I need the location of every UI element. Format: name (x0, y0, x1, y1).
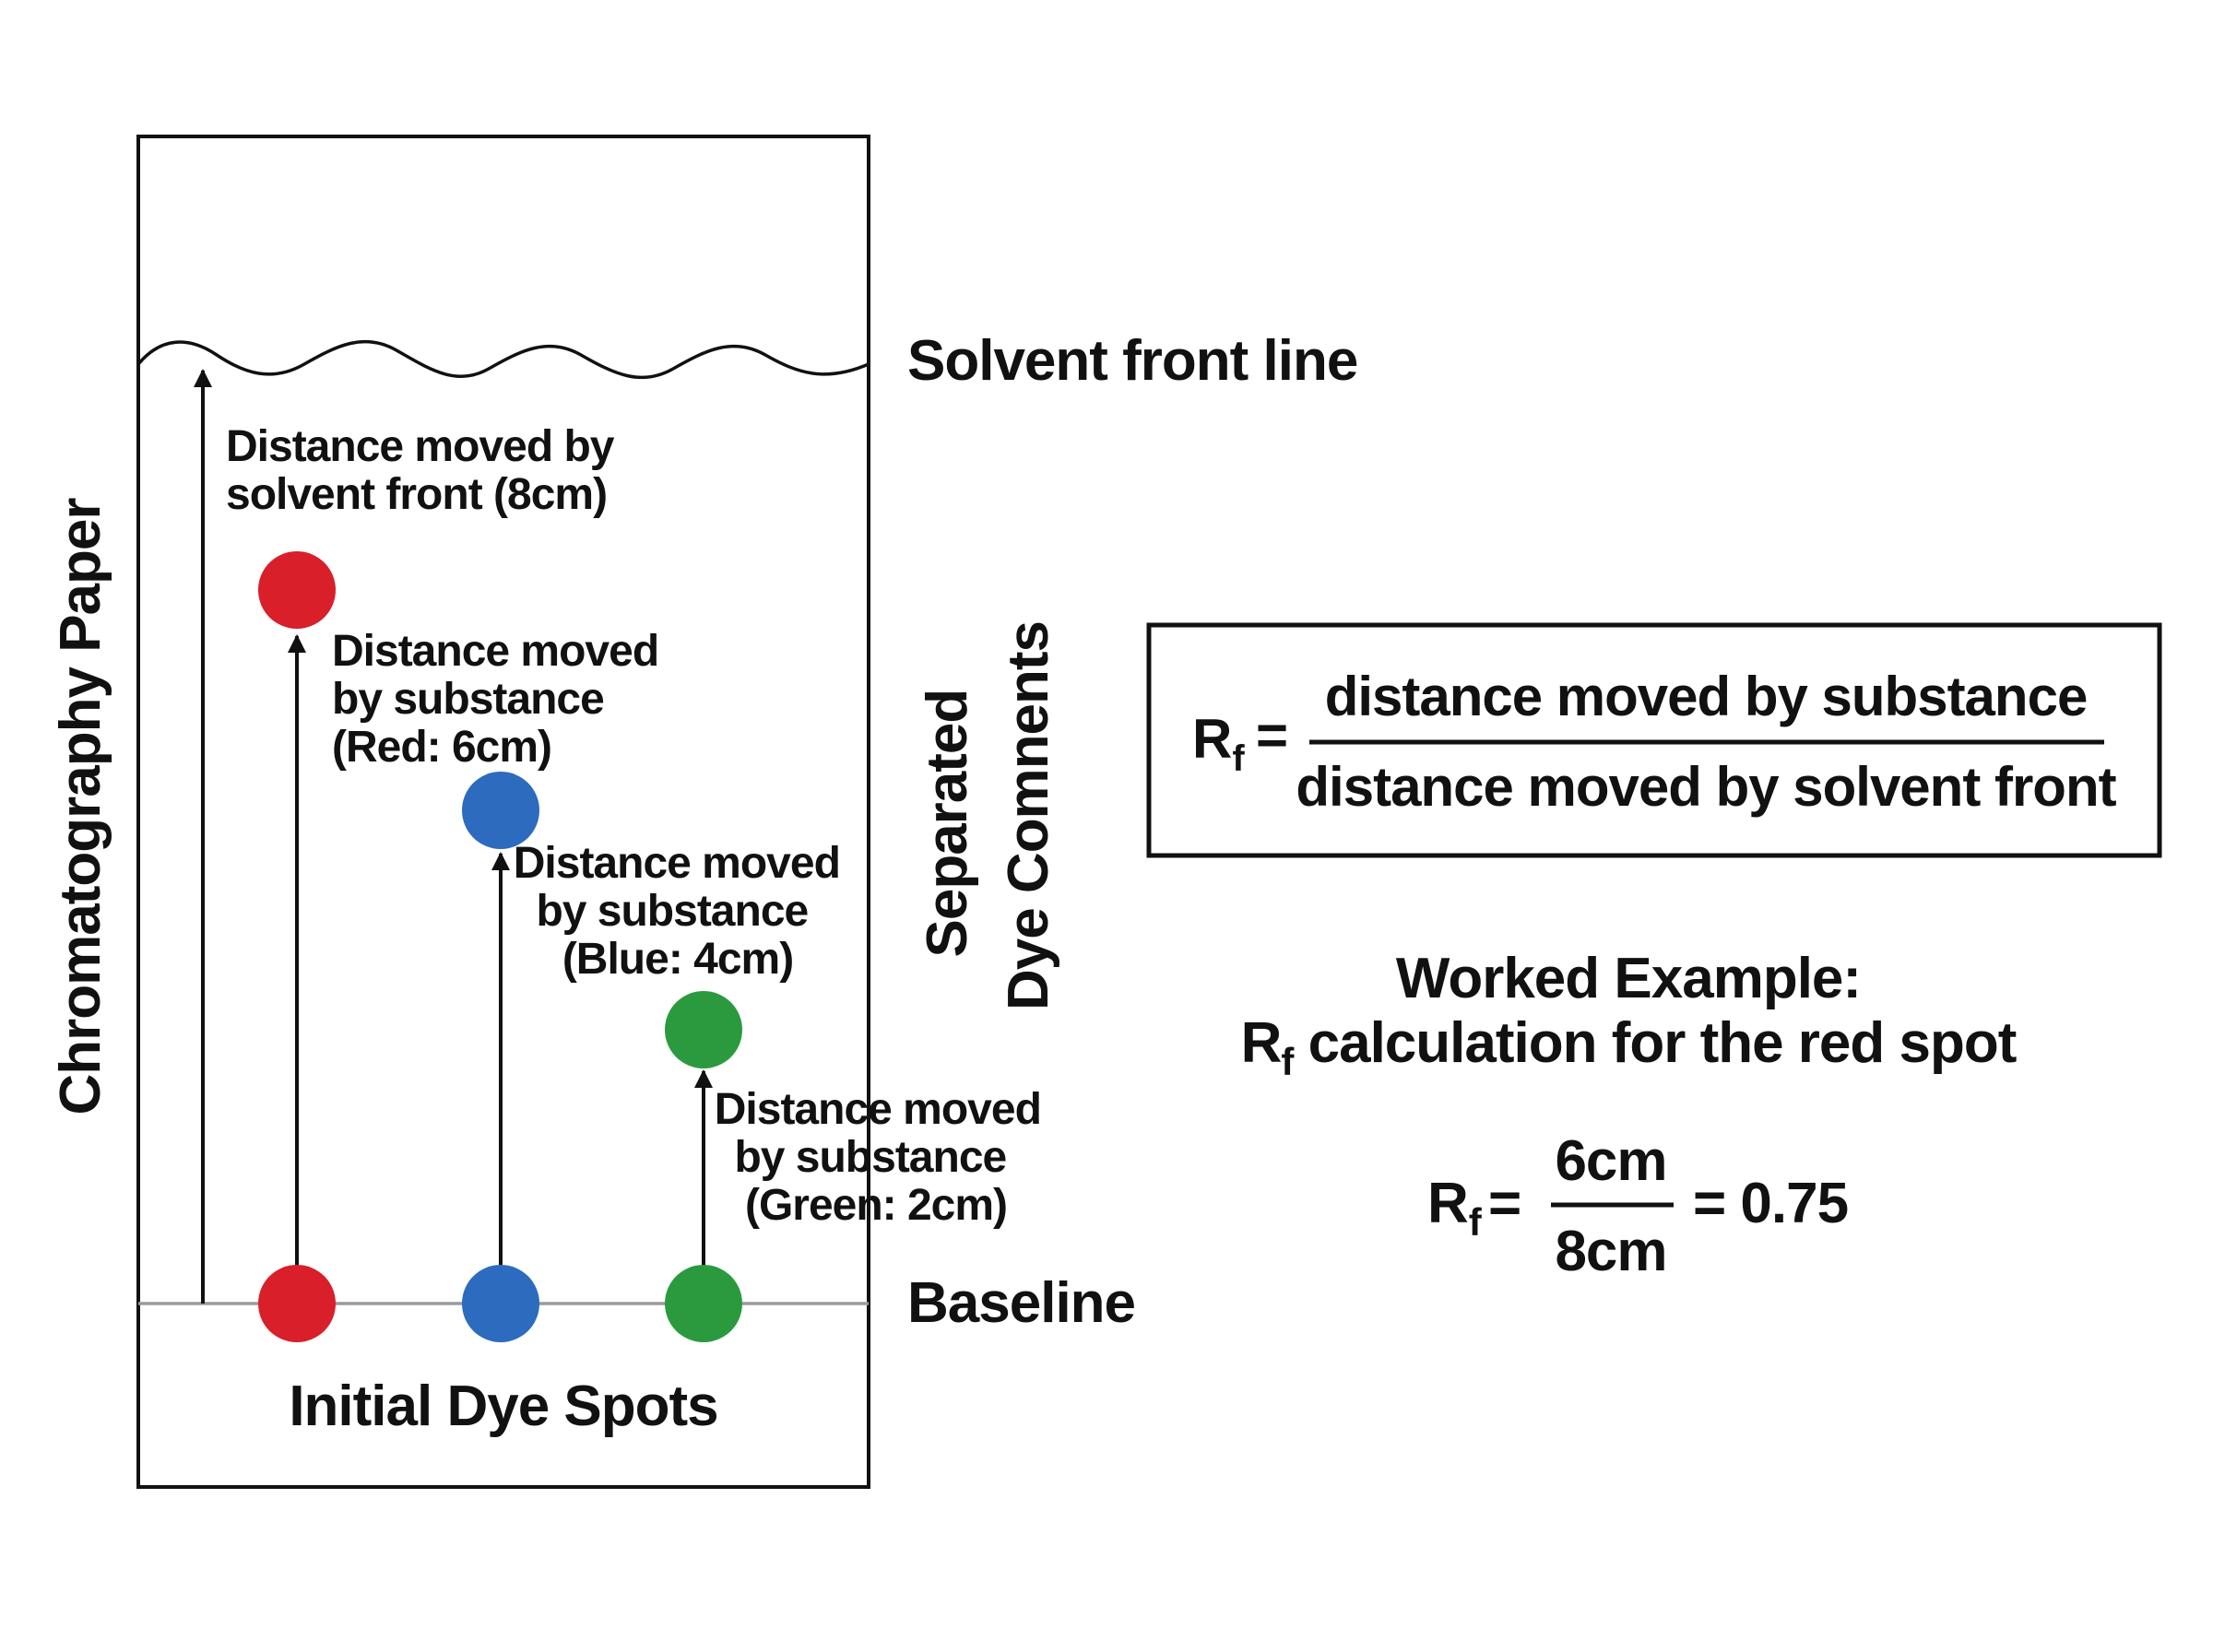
worked-example-subtitle-r: R (1241, 1011, 1282, 1075)
green-distance-label-line3: (Green: 2cm) (745, 1181, 1007, 1230)
separated-blue-spot (462, 772, 539, 849)
rf-formula-lhs: Rf (1192, 708, 1245, 779)
worked-example-title: Worked Example: (1396, 947, 1861, 1010)
initial-blue-spot (462, 1265, 539, 1342)
rf-formula-equals: = (1256, 704, 1288, 766)
solvent-distance-label-line1: Distance moved by (226, 422, 615, 471)
worked-example-equals: = (1488, 1172, 1521, 1235)
worked-example-denominator: 8cm (1555, 1220, 1666, 1283)
solvent-distance-label-line2: solvent front (8cm) (226, 470, 607, 519)
worked-example-subtitle-sub: f (1281, 1040, 1295, 1083)
worked-example-lhs: Rf (1427, 1172, 1483, 1244)
green-distance-label: Distance moved by substance (Green: 2cm) (715, 1085, 1052, 1230)
worked-example-lhs-r: R (1427, 1172, 1469, 1235)
worked-example-subtitle-rest: calculation for the red spot (1293, 1011, 2016, 1075)
chromatography-paper-label: Chromatography Paper (49, 498, 112, 1115)
red-distance-label-line2: by substance (332, 675, 604, 724)
red-distance-label-line1: Distance moved (332, 627, 658, 676)
separated-components-label: Separated Dye Comnents (916, 621, 1060, 1010)
red-distance-label: Distance moved by substance (Red: 6cm) (332, 627, 669, 772)
rf-formula-numerator: distance moved by substance (1325, 666, 2088, 727)
blue-distance-label-line2: by substance (536, 887, 808, 936)
separated-red-spot (258, 551, 336, 629)
green-distance-label-line2: by substance (734, 1133, 1006, 1182)
separated-green-spot (665, 991, 742, 1068)
blue-distance-label-line3: (Blue: 4cm) (562, 935, 793, 984)
blue-distance-label-line1: Distance moved (514, 839, 840, 888)
worked-example-result: = 0.75 (1693, 1172, 1848, 1235)
initial-red-spot (258, 1265, 336, 1342)
separated-components-line1: Separated (916, 690, 979, 958)
initial-green-spot (665, 1265, 742, 1342)
red-distance-label-line3: (Red: 6cm) (332, 723, 551, 772)
worked-example-lhs-sub: f (1469, 1200, 1483, 1244)
separated-components-line2: Dye Comnents (997, 621, 1060, 1010)
solvent-front-line (136, 339, 870, 380)
worked-example-subtitle: Rf calculation for the red spot (1241, 1011, 2017, 1083)
worked-example-numerator: 6cm (1555, 1129, 1666, 1193)
initial-dye-spots-label: Initial Dye Spots (289, 1375, 717, 1438)
rf-formula-denominator: distance moved by solvent front (1296, 756, 2116, 818)
baseline-label: Baseline (907, 1271, 1135, 1335)
blue-distance-label: Distance moved by substance (Blue: 4cm) (514, 839, 851, 984)
green-distance-label-line1: Distance moved (715, 1085, 1041, 1134)
rf-formula-lhs-r: R (1192, 708, 1232, 770)
solvent-distance-label: Distance moved by solvent front (8cm) (226, 422, 625, 519)
rf-formula-lhs-sub: f (1232, 738, 1245, 779)
solvent-front-label: Solvent front line (907, 329, 1357, 393)
chromatography-paper (136, 135, 870, 1489)
